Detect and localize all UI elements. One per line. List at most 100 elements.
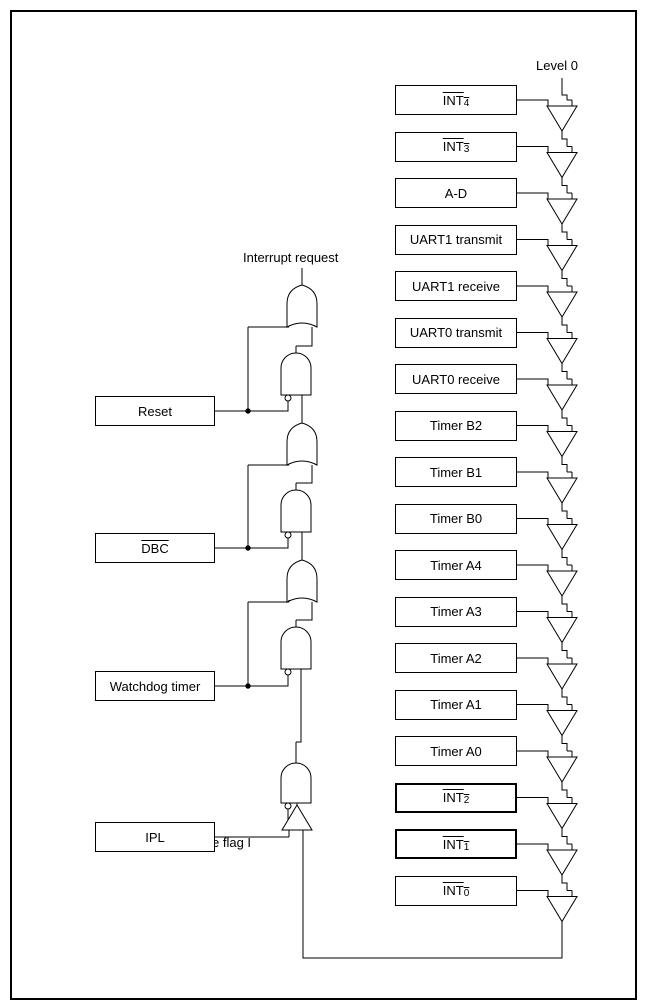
source-label: INT3	[442, 139, 470, 155]
wire	[296, 465, 313, 484]
reset-wire	[215, 401, 289, 412]
chain-link	[561, 456, 568, 472]
source-wire	[517, 797, 549, 804]
source-wire	[517, 239, 549, 246]
comparator-triangle	[546, 477, 578, 504]
source-label: INT1	[442, 836, 470, 853]
level0-label: Level 0	[536, 58, 578, 73]
or-gate-interrupt-request	[286, 284, 318, 328]
source-wire	[517, 192, 549, 199]
chain-link	[561, 224, 568, 240]
and-gate-watchdog	[280, 626, 312, 670]
source-box-int3: INT3	[395, 131, 517, 162]
source-label: UART1 transmit	[409, 232, 503, 247]
source-wire	[517, 843, 549, 850]
source-label: A-D	[444, 185, 468, 201]
source-wire	[517, 657, 549, 664]
source-box-int0: INT0	[395, 875, 517, 906]
comparator-triangle	[546, 152, 578, 179]
source-wire	[517, 285, 549, 292]
source-wire	[517, 611, 549, 618]
comparator-triangle	[546, 896, 578, 923]
dbc-label: DBC	[141, 540, 169, 556]
source-box-timer-a1: Timer A1	[395, 689, 517, 720]
source-label: Timer A3	[430, 604, 482, 619]
source-subscript: 0	[463, 888, 470, 899]
chain-link	[561, 642, 568, 658]
chain-link	[561, 689, 568, 705]
source-box-uart1-transmit: UART1 transmit	[395, 224, 517, 255]
comparator-triangle	[546, 198, 578, 225]
source-box-int2: INT2	[395, 782, 517, 813]
source-label: Timer A0	[430, 743, 482, 759]
source-label: INT0	[442, 883, 470, 899]
wire	[296, 327, 313, 347]
source-box-timer-b1: Timer B1	[395, 457, 517, 487]
and-gate-flag	[280, 762, 312, 804]
chain-link	[561, 828, 568, 844]
ipl-box: IPL	[95, 822, 215, 852]
source-box-timer-b0: Timer B0	[395, 503, 517, 534]
ipl-comparator-triangle	[281, 804, 313, 831]
and-gate-reset	[280, 352, 312, 396]
dbc-wire	[215, 538, 289, 549]
level0-wire	[561, 78, 568, 100]
chain-link	[561, 503, 568, 519]
interrupt-request-label: Interrupt request	[243, 250, 339, 265]
source-wire	[517, 704, 549, 711]
source-box-uart0-transmit: UART0 transmit	[395, 317, 517, 348]
comparator-triangle	[546, 663, 578, 690]
source-subscript: 3	[463, 144, 470, 155]
comparator-triangle	[546, 617, 578, 644]
source-label: Timer B0	[429, 511, 483, 526]
comparator-triangle	[546, 384, 578, 411]
comparator-triangle	[546, 524, 578, 551]
source-box-uart1-receive: UART1 receive	[395, 271, 517, 301]
source-label: UART0 transmit	[409, 325, 503, 340]
wire	[296, 602, 313, 621]
ipl-feedback-wire	[302, 830, 563, 959]
source-wire	[517, 332, 549, 339]
source-wire	[517, 518, 549, 525]
source-box-uart0-receive: UART0 receive	[395, 364, 517, 394]
chain-link	[561, 177, 568, 193]
source-label: Timer B2	[429, 418, 483, 433]
source-wire	[517, 890, 549, 897]
source-box-int4: INT4	[395, 85, 517, 115]
wire	[296, 700, 302, 743]
source-label: Timer A2	[430, 650, 482, 666]
source-label: Timer A4	[430, 557, 482, 573]
source-wire	[517, 750, 549, 757]
source-wire	[517, 564, 549, 571]
comparator-triangle	[546, 710, 578, 737]
source-label: INT4	[442, 92, 470, 109]
source-box-timer-a0: Timer A0	[395, 736, 517, 766]
source-box-timer-a3: Timer A3	[395, 596, 517, 627]
chain-link	[561, 782, 568, 798]
source-label: INT2	[442, 790, 470, 806]
source-subscript: 2	[463, 795, 470, 806]
source-box-a-d: A-D	[395, 178, 517, 208]
chain-link	[561, 410, 568, 426]
chain-link	[561, 596, 568, 612]
comparator-triangle	[546, 756, 578, 783]
reset-box: Reset	[95, 396, 215, 426]
chain-link	[561, 549, 568, 565]
comparator-triangle	[546, 431, 578, 458]
source-wire	[517, 425, 549, 432]
or-gate-watchdog	[286, 559, 318, 603]
source-subscript: 1	[463, 841, 470, 853]
dbc-box: DBC	[95, 533, 215, 563]
source-box-timer-a2: Timer A2	[395, 643, 517, 673]
comparator-triangle	[546, 849, 578, 876]
source-wire	[517, 99, 549, 106]
chain-link	[561, 131, 568, 147]
comparator-triangle	[546, 570, 578, 597]
source-wire	[517, 471, 549, 478]
source-box-timer-a4: Timer A4	[395, 550, 517, 580]
chain-link	[561, 735, 568, 751]
source-label: Timer A1	[430, 697, 482, 712]
watchdog-timer-box: Watchdog timer	[95, 671, 215, 701]
comparator-triangle	[546, 291, 578, 318]
source-label: Timer B1	[429, 464, 483, 480]
